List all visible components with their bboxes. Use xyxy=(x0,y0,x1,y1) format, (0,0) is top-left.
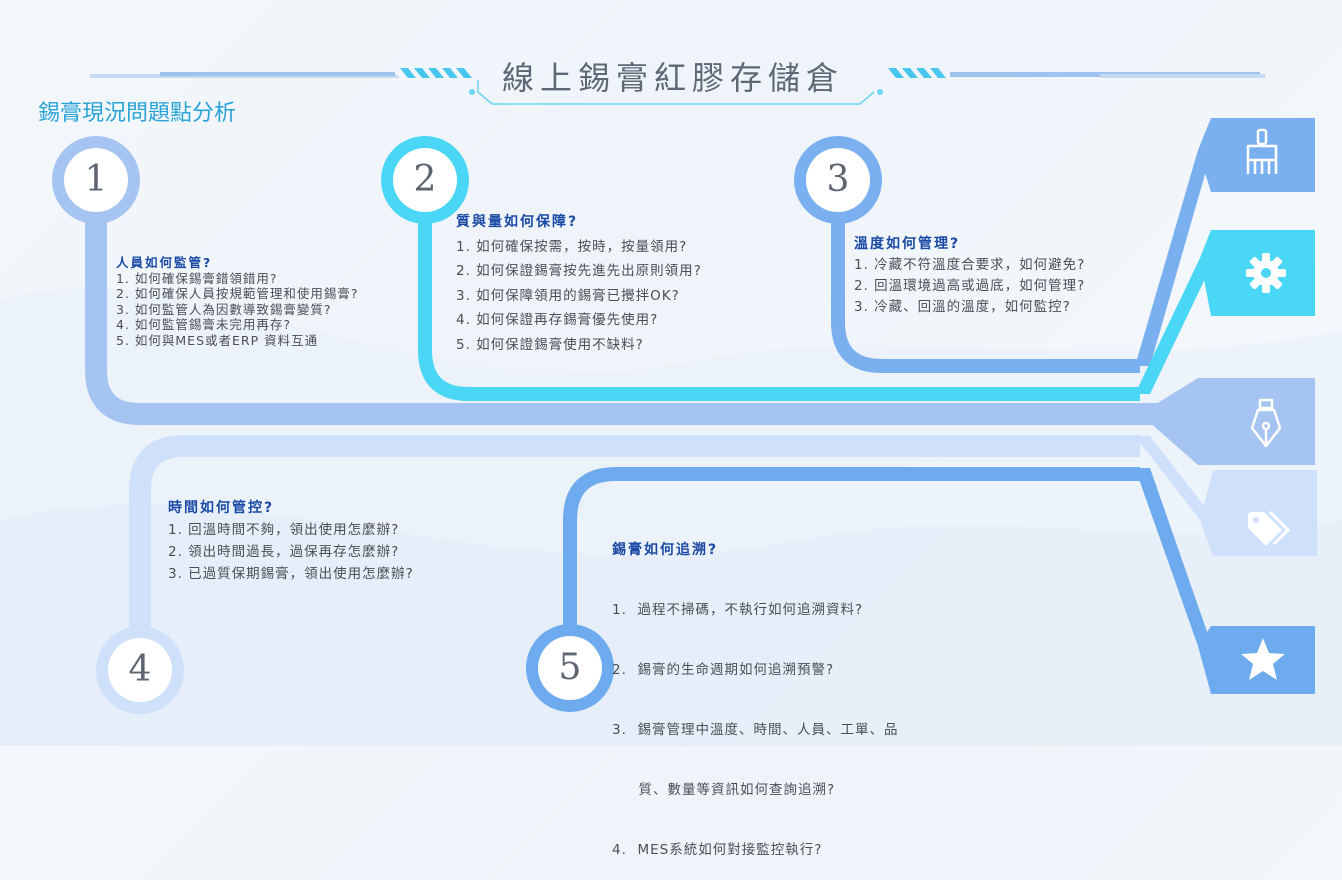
list-item: 1. 冷藏不符溫度合要求，如何避免? xyxy=(854,257,1086,273)
connector-line-4 xyxy=(129,435,1140,648)
number-circle-1: 1 xyxy=(64,148,128,212)
section-heading: 時間如何管控? xyxy=(168,500,275,516)
list-item: 3. 冷藏、回溫的溫度，如何監控? xyxy=(854,299,1071,315)
number-circle-4: 4 xyxy=(108,638,172,702)
section-1: 人員如何監管? 1. 如何確保錫膏錯領錯用? 2. 如何確保人員按規範管理和使用… xyxy=(116,255,359,348)
section-subtitle: 錫膏現況問題點分析 xyxy=(38,101,237,126)
side-panel-1 xyxy=(1198,118,1315,192)
title-decoration xyxy=(90,68,1265,105)
section-heading: 人員如何監管? xyxy=(116,255,213,270)
brush-icon xyxy=(1246,128,1278,174)
tag-icon xyxy=(1248,510,1291,546)
number-circle-3: 3 xyxy=(806,148,870,212)
connector-line-1 xyxy=(85,212,1140,425)
list-item: 1. 過程不掃碼，不執行如何追溯資料? xyxy=(612,602,864,618)
section-2: 質與量如何保障? 1. 如何確保按需，按時，按量領用? 2. 如何保證錫膏按先進… xyxy=(456,210,702,357)
list-item: 質、數量等資訊如何查詢追溯? xyxy=(612,782,836,798)
page-title: 線上錫膏紅膠存儲倉 xyxy=(501,59,844,97)
section-heading: 溫度如何管理? xyxy=(854,236,961,252)
list-item: 3. 如何保障領用的錫膏已攪拌OK? xyxy=(456,287,680,304)
connector-line-3 xyxy=(831,212,1140,373)
list-item: 1. 如何確保按需，按時，按量領用? xyxy=(456,238,688,255)
list-item: 3. 如何監管人為因數導致錫膏變質? xyxy=(116,301,332,317)
list-item: 2. 如何保證錫膏按先進先出原則領用? xyxy=(456,263,702,279)
list-item: 4. 如何保證再存錫膏優先使用? xyxy=(456,312,659,328)
section-4: 時間如何管控? 1. 回溫時間不夠，領出使用怎麼辦? 2. 領出時間過長，過保再… xyxy=(168,497,414,585)
section-heading: 質與量如何保障? xyxy=(456,214,579,230)
list-item: 4. 如何監管錫膏未完用再存? xyxy=(116,317,292,332)
number-circle-2: 2 xyxy=(393,148,457,212)
list-item: 2. 回溫環境過高或過底，如何管理? xyxy=(854,278,1086,294)
connector-line-5 xyxy=(563,467,1140,630)
list-item: 2. 錫膏的生命週期如何追溯預警? xyxy=(612,662,835,678)
list-item: 5. 如何保證錫膏使用不缺料? xyxy=(456,336,644,353)
list-item: 2. 如何確保人員按規範管理和使用錫膏? xyxy=(116,286,359,301)
list-item: 1. 回溫時間不夠，領出使用怎麼辦? xyxy=(168,522,400,538)
list-item: 1. 如何確保錫膏錯領錯用? xyxy=(116,270,278,286)
list-item: 3. 已過質保期錫膏，領出使用怎麼辦? xyxy=(168,566,414,582)
list-item: 4. MES系統如何對接監控執行? xyxy=(612,842,823,858)
star-icon xyxy=(1241,638,1285,680)
number-circle-5: 5 xyxy=(538,636,602,700)
section-3: 溫度如何管理? 1. 冷藏不符溫度合要求，如何避免? 2. 回溫環境過高或過底，… xyxy=(854,234,1085,318)
section-5: 錫膏如何追溯? 1. 過程不掃碼，不執行如何追溯資料? 2. 錫膏的生命週期如何… xyxy=(612,500,898,880)
connector-diagram xyxy=(0,68,1342,746)
connector-line-2 xyxy=(418,212,1140,401)
section-heading: 錫膏如何追溯? xyxy=(612,542,719,558)
gear-icon xyxy=(1246,253,1286,293)
pen-nib-icon xyxy=(1250,398,1282,448)
list-item: 3. 錫膏管理中溫度、時間、人員、工單、品 xyxy=(612,722,899,738)
list-item: 2. 領出時間過長，過保再存怎麼辦? xyxy=(168,544,400,560)
list-item: 5. 如何與MES或者ERP 資料互通 xyxy=(116,332,319,348)
